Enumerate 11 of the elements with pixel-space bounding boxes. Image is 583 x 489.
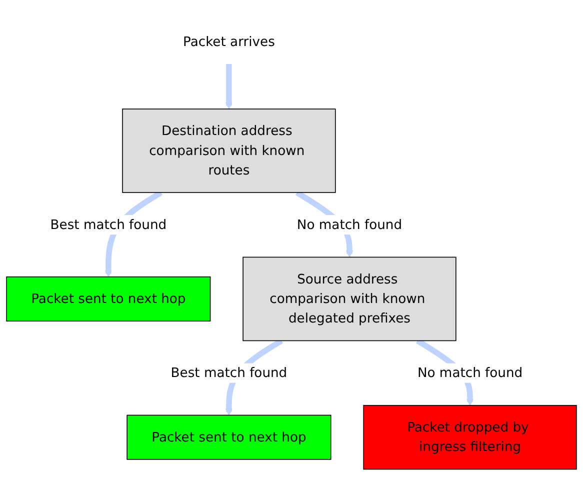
- node-text: Packet arrives: [183, 34, 275, 50]
- node-box: Packet sent to next hop: [6, 276, 211, 322]
- node-box: Packet dropped by ingress filtering: [363, 404, 577, 470]
- edge-label: Best match found: [50, 216, 167, 232]
- node-box: Destination address comparison with known routes: [122, 108, 336, 193]
- edge-label: Best match found: [170, 364, 288, 380]
- arrow: [225, 64, 233, 110]
- edge-label: No match found: [417, 364, 523, 380]
- node-box: Packet sent to next hop: [126, 414, 332, 460]
- node-box: Source address comparison with known delegated prefixes: [242, 256, 456, 342]
- edge-label: No match found: [296, 216, 402, 232]
